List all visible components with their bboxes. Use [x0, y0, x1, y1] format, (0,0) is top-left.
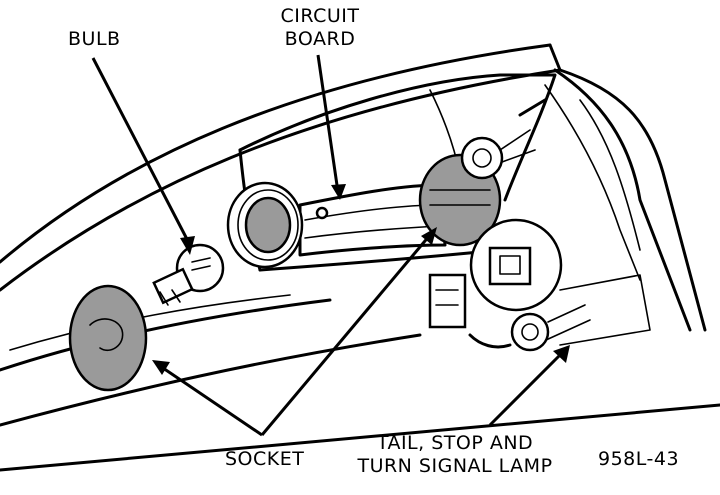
socket-square: [428, 218, 563, 329]
label-bulb: BULB: [68, 28, 121, 50]
socket-bottom-right: [468, 274, 651, 352]
vehicle-body-outline: [0, 43, 720, 472]
socket-top-right: [460, 98, 547, 180]
label-lamp-line1: TAIL, STOP AND: [376, 432, 534, 454]
label-circuit-board-line1: CIRCUIT: [280, 5, 360, 27]
socket-bottom-left: [68, 284, 148, 392]
leader-lamp: [488, 345, 570, 427]
bulb-assembly: [152, 243, 225, 306]
label-socket: SOCKET: [225, 448, 305, 470]
figure-code: 958L-43: [598, 448, 680, 470]
leader-socket: [152, 227, 437, 437]
lamp-housing-cavity: [238, 73, 641, 281]
leader-circuit-board: [316, 54, 346, 200]
label-lamp-line2: TURN SIGNAL LAMP: [357, 455, 553, 477]
socket-ring-left: [226, 181, 304, 269]
label-circuit-board-line2: BOARD: [284, 28, 356, 50]
leader-bulb: [91, 57, 195, 255]
